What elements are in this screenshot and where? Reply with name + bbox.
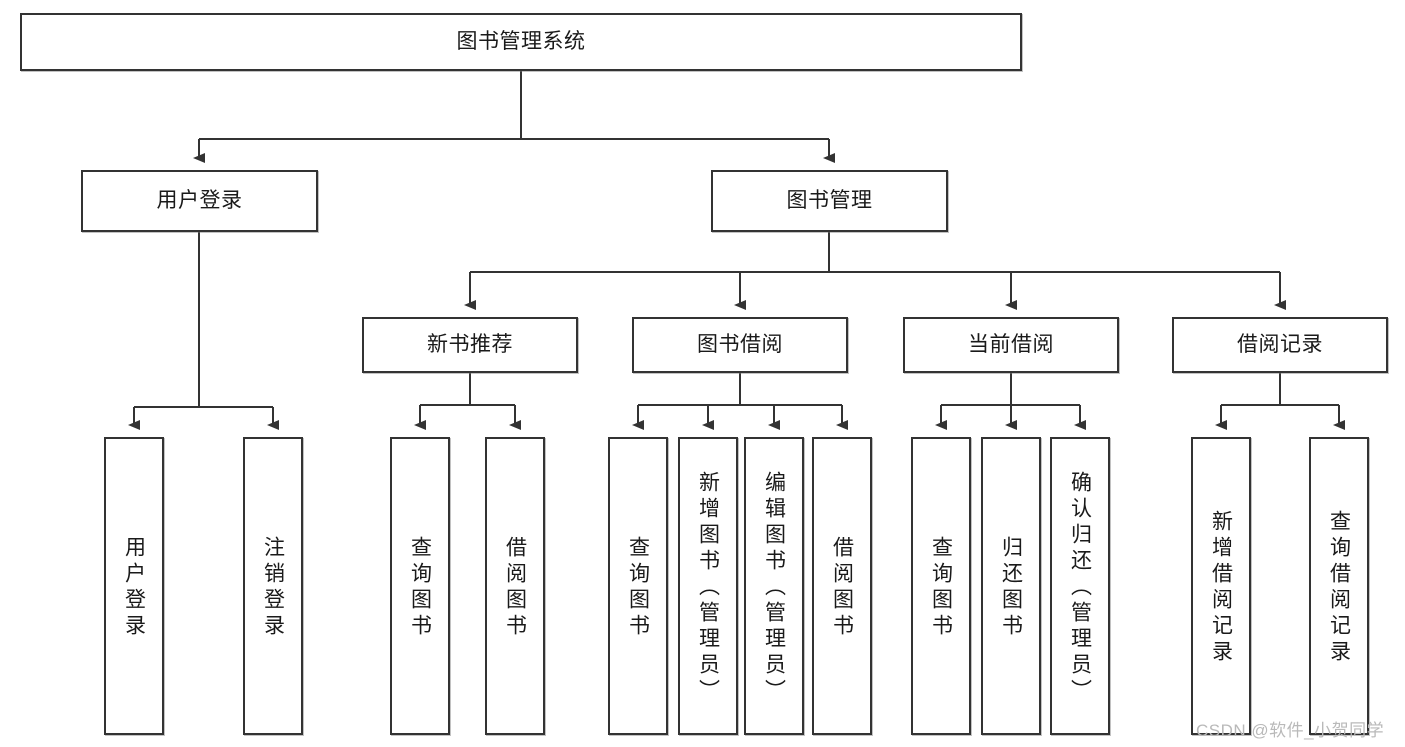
node-leaf-return-book[interactable]: 归还图书	[981, 437, 1041, 735]
node-leaf-query-book-current[interactable]: 查询图书	[911, 437, 971, 735]
node-leaf-user-logout[interactable]: 注销登录	[243, 437, 303, 735]
connector-newbookrec-to-leaves	[414, 373, 521, 430]
node-leaf-add-borrow-record-label: 新增借阅记录	[1209, 510, 1233, 666]
node-user-login-label: 用户登录	[156, 189, 243, 213]
node-leaf-user-login-label: 用户登录	[122, 536, 146, 640]
node-leaf-user-login[interactable]: 用户登录	[104, 437, 164, 735]
node-book-borrow-label: 图书借阅	[697, 333, 783, 357]
node-current-borrow[interactable]: 当前借阅	[903, 317, 1119, 373]
node-leaf-query-book-current-label: 查询图书	[929, 536, 953, 640]
connector-root-to-level2	[193, 71, 835, 163]
node-user-login[interactable]: 用户登录	[81, 170, 318, 232]
connector-currentborrow-to-leaves	[935, 373, 1086, 430]
node-book-manage[interactable]: 图书管理	[711, 170, 948, 232]
connector-bookmanage-to-level3	[464, 232, 1286, 310]
node-leaf-edit-book-admin[interactable]: 编辑图书（管理员）	[744, 437, 804, 735]
node-leaf-borrow-book-rec-label: 借阅图书	[503, 536, 527, 640]
node-leaf-add-borrow-record[interactable]: 新增借阅记录	[1191, 437, 1251, 735]
node-leaf-borrow-book-rec[interactable]: 借阅图书	[485, 437, 545, 735]
node-leaf-user-logout-label: 注销登录	[261, 536, 285, 640]
node-leaf-query-book-borrow-label: 查询图书	[626, 536, 650, 640]
node-new-book-rec-label: 新书推荐	[427, 333, 513, 357]
node-book-manage-label: 图书管理	[786, 189, 873, 213]
node-root-system[interactable]: 图书管理系统	[20, 13, 1022, 71]
node-leaf-query-book-rec-label: 查询图书	[408, 536, 432, 640]
node-leaf-edit-book-admin-label: 编辑图书（管理员）	[762, 471, 786, 705]
connector-bookborrow-to-leaves	[632, 373, 848, 430]
node-leaf-confirm-return-admin[interactable]: 确认归还（管理员）	[1050, 437, 1110, 735]
node-leaf-query-book-rec[interactable]: 查询图书	[390, 437, 450, 735]
node-leaf-query-borrow-record[interactable]: 查询借阅记录	[1309, 437, 1369, 735]
csdn-watermark: CSDN @软件_小贺同学	[1196, 721, 1385, 740]
node-leaf-borrow-book[interactable]: 借阅图书	[812, 437, 872, 735]
node-leaf-query-book-borrow[interactable]: 查询图书	[608, 437, 668, 735]
node-leaf-return-book-label: 归还图书	[999, 536, 1023, 640]
node-root-label: 图书管理系统	[456, 30, 586, 54]
node-borrow-record-label: 借阅记录	[1237, 333, 1323, 357]
node-borrow-record[interactable]: 借阅记录	[1172, 317, 1388, 373]
connector-borrowrecord-to-leaves	[1215, 373, 1345, 430]
node-leaf-confirm-return-admin-label: 确认归还（管理员）	[1068, 471, 1092, 705]
node-book-borrow[interactable]: 图书借阅	[632, 317, 848, 373]
node-leaf-add-book-admin[interactable]: 新增图书（管理员）	[678, 437, 738, 735]
node-leaf-query-borrow-record-label: 查询借阅记录	[1327, 510, 1351, 666]
node-new-book-rec[interactable]: 新书推荐	[362, 317, 578, 373]
node-leaf-borrow-book-label: 借阅图书	[830, 536, 854, 640]
connector-userlogin-to-leaves	[128, 232, 279, 430]
node-current-borrow-label: 当前借阅	[968, 333, 1054, 357]
node-leaf-add-book-admin-label: 新增图书（管理员）	[696, 471, 720, 705]
